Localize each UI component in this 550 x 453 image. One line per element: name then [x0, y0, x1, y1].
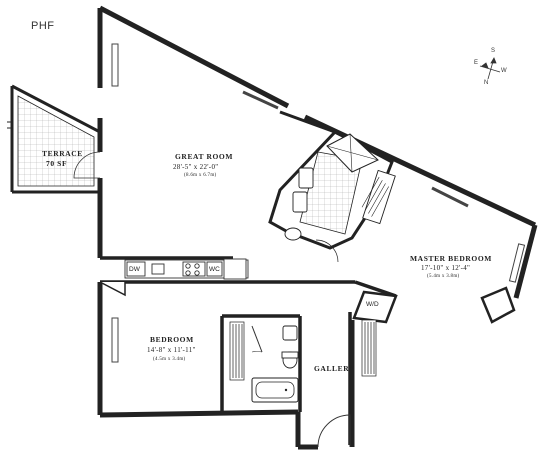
bedroom-name: BEDROOM — [150, 335, 194, 344]
gallery-closet — [361, 319, 377, 377]
column-notch — [99, 281, 126, 297]
master-bath — [268, 110, 396, 263]
bedroom-closet — [229, 321, 245, 381]
windows — [111, 43, 526, 363]
bedroom-metric: (4.5m x 3.4m) — [153, 357, 186, 362]
master-bedroom-dims: 17'-10" x 12'-4" — [421, 264, 471, 272]
compass-n-label: N — [484, 80, 489, 86]
compass-e-label: E — [474, 60, 479, 66]
washer-dryer-label: W/D — [366, 301, 379, 308]
bedroom-door-swing — [251, 325, 263, 353]
great-room-metric: (8.6m x 6.7m) — [184, 173, 217, 178]
dishwasher-label: DW — [129, 266, 140, 273]
secondary-bath — [251, 325, 299, 403]
wine-cooler-label: WC — [209, 266, 220, 273]
entry-door-swing — [317, 414, 351, 448]
kitchen-counter — [124, 258, 249, 280]
unit-label: PHF — [31, 20, 55, 32]
interior-walls — [100, 256, 397, 445]
master-bedroom-name: MASTER BEDROOM — [410, 254, 492, 263]
terrace-door-swing — [73, 151, 101, 179]
terrace-area: 70 SF — [46, 159, 68, 168]
gallery-name: GALLERY — [314, 364, 356, 373]
wd-closet — [352, 290, 398, 324]
terrace-name: TERRACE — [42, 149, 83, 158]
compass-s-label: S — [491, 48, 496, 54]
compass-w-label: W — [501, 68, 507, 74]
terrace-outline — [7, 84, 101, 194]
compass — [479, 57, 501, 80]
bedroom-dims: 14'-8" x 11'-11" — [147, 346, 196, 354]
great-room-dims: 28'-5" x 22'-0" — [173, 163, 219, 171]
master-wall-column — [480, 286, 516, 324]
exterior-walls — [97, 5, 538, 450]
great-room-name: GREAT ROOM — [175, 152, 234, 161]
master-bedroom-metric: (5.4m x 3.8m) — [427, 274, 460, 279]
